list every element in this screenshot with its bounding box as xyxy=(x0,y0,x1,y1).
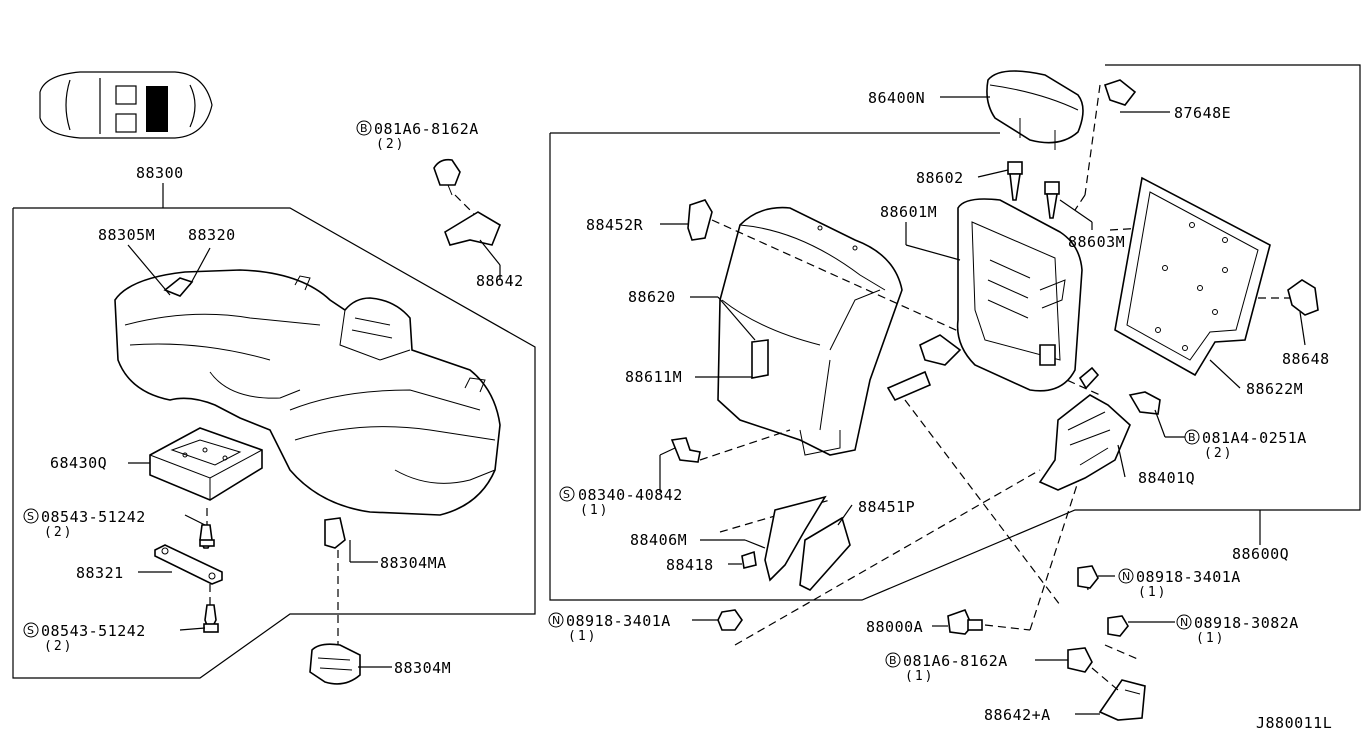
nut-08918-3082A xyxy=(1107,615,1129,637)
svg-text:B: B xyxy=(360,122,368,135)
label-88611M: 88611M xyxy=(625,368,682,386)
label-88648: 88648 xyxy=(1282,350,1330,368)
bolt-prefix-icon: B xyxy=(885,652,901,668)
clip-87648E xyxy=(1103,79,1137,106)
label-88304MA: 88304MA xyxy=(380,554,447,572)
screw-lower xyxy=(203,604,219,633)
label-08543-upper-qty: (2) xyxy=(44,525,73,540)
nut-prefix-icon: N xyxy=(1176,614,1192,630)
label-08340: 08340-40842 xyxy=(578,486,683,504)
svg-text:N: N xyxy=(1180,616,1188,629)
label-88321: 88321 xyxy=(76,564,124,582)
label-08918-3082A-qty: (1) xyxy=(1196,631,1225,646)
label-88451P: 88451P xyxy=(858,498,915,516)
label-88320: 88320 xyxy=(188,226,236,244)
screw-upper xyxy=(199,524,215,549)
seatback-frame-88601M xyxy=(886,198,1083,402)
clip-88452R xyxy=(687,199,713,241)
label-081A6-lower-qty: (1) xyxy=(905,669,934,684)
svg-text:S: S xyxy=(563,488,570,501)
label-88620: 88620 xyxy=(628,288,676,306)
seatback-group-box xyxy=(549,64,1361,601)
nut-prefix-icon: N xyxy=(548,612,564,628)
latch-88304M xyxy=(309,643,361,685)
label-08918-left-qty: (1) xyxy=(568,629,597,644)
clip-88648 xyxy=(1287,279,1319,316)
screw-prefix-icon: S xyxy=(23,622,39,638)
hook-88304MA xyxy=(324,517,346,549)
label-88622M: 88622M xyxy=(1246,380,1303,398)
cup-holder-68430Q xyxy=(149,427,263,501)
label-88452R: 88452R xyxy=(586,216,644,234)
car-location-icon xyxy=(39,71,213,139)
bolt-081A6-lower xyxy=(1067,647,1093,673)
svg-text:B: B xyxy=(1188,431,1196,444)
screw-prefix-icon: S xyxy=(559,486,575,502)
seat-cushion-group-box xyxy=(12,183,536,679)
label-86400N: 86400N xyxy=(868,89,925,107)
label-88642: 88642 xyxy=(476,272,524,290)
label-081A6-upper-qty: (2) xyxy=(376,137,405,152)
nut-prefix-icon: N xyxy=(1118,568,1134,584)
svg-text:S: S xyxy=(27,510,34,523)
label-08543-lower-qty: (2) xyxy=(44,639,73,654)
label-88603M: 88603M xyxy=(1068,233,1125,251)
label-87648E: 87648E xyxy=(1174,104,1231,122)
label-88418: 88418 xyxy=(666,556,714,574)
rear-seat-cushion xyxy=(114,269,501,516)
label-08918-right: 08918-3401A xyxy=(1136,568,1241,586)
nut-08918-right xyxy=(1077,565,1099,589)
label-88401Q: 88401Q xyxy=(1138,469,1195,487)
label-081A6-upper: 081A6-8162A xyxy=(374,120,479,138)
label-081A4-qty: (2) xyxy=(1204,446,1233,461)
label-88300: 88300 xyxy=(136,164,184,182)
label-88000A: 88000A xyxy=(866,618,923,636)
label-88602: 88602 xyxy=(916,169,964,187)
screw-prefix-icon: S xyxy=(23,508,39,524)
bracket-88642A xyxy=(1098,679,1146,721)
cover-88406M xyxy=(764,495,827,582)
bolt-prefix-icon: B xyxy=(356,120,372,136)
hinge-88401Q xyxy=(1038,366,1131,491)
headrest-86400N xyxy=(986,70,1084,150)
label-88601M: 88601M xyxy=(880,203,937,221)
seatback-cover-88620 xyxy=(717,206,903,456)
label-08918-right-qty: (1) xyxy=(1138,585,1167,600)
label-08918-3082A: 08918-3082A xyxy=(1194,614,1299,632)
clip-88418 xyxy=(741,550,757,569)
label-08918-left: 08918-3401A xyxy=(566,612,671,630)
label-88642A: 88642+A xyxy=(984,706,1051,724)
label-08340-qty: (1) xyxy=(580,503,609,518)
label-68430Q: 68430Q xyxy=(50,454,107,472)
guide-88602 xyxy=(1007,161,1023,201)
diagram-code: J880011L xyxy=(1256,714,1332,732)
label-88304M: 88304M xyxy=(394,659,451,677)
bolt-081A6-upper xyxy=(433,158,461,196)
bracket-88642 xyxy=(444,211,501,246)
bolt-88000A xyxy=(947,608,983,635)
leader-lines xyxy=(127,96,1306,715)
label-081A6-lower: 081A6-8162A xyxy=(903,652,1008,670)
back-board-88622M xyxy=(1114,176,1271,377)
guide-88603M xyxy=(1044,181,1060,219)
bolt-prefix-icon: B xyxy=(1184,429,1200,445)
label-88600Q: 88600Q xyxy=(1232,545,1289,563)
svg-text:N: N xyxy=(1122,570,1130,583)
cover-88451P xyxy=(799,516,851,591)
label-08543-lower: 08543-51242 xyxy=(41,622,146,640)
screw-08340 xyxy=(670,437,701,463)
nut-08918-lower-left xyxy=(717,609,743,631)
label-88406M: 88406M xyxy=(630,531,687,549)
svg-text:S: S xyxy=(27,624,34,637)
bracket-88321 xyxy=(154,544,223,585)
label-88305M: 88305M xyxy=(98,226,155,244)
svg-text:B: B xyxy=(889,654,897,667)
svg-text:N: N xyxy=(552,614,560,627)
bolt-081A4 xyxy=(1128,391,1161,415)
label-08543-upper: 08543-51242 xyxy=(41,508,146,526)
label-081A4: 081A4-0251A xyxy=(1202,429,1307,447)
